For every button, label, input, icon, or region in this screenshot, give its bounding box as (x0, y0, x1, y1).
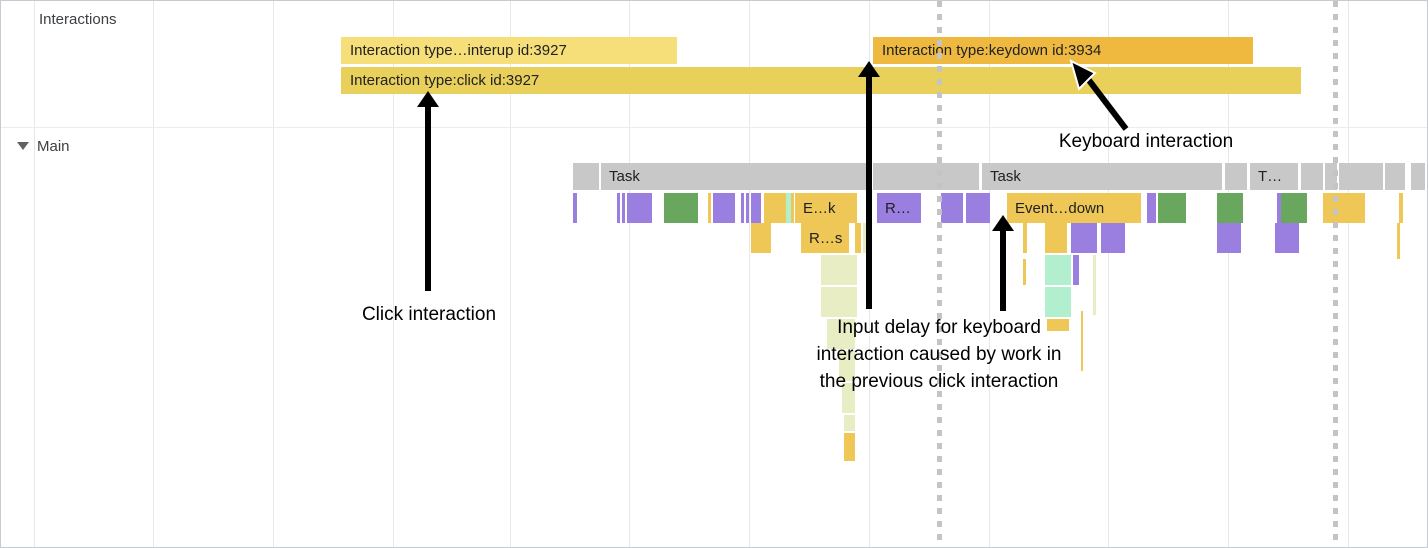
flame-block[interactable] (966, 193, 990, 223)
task-segment[interactable] (1411, 163, 1419, 190)
flame-block[interactable] (1277, 193, 1281, 223)
gridline-4 (510, 1, 511, 547)
flame-block-thin[interactable] (1093, 255, 1096, 315)
gridline-6 (749, 1, 750, 547)
flame-block-deep[interactable] (844, 433, 855, 461)
flame-block[interactable] (627, 193, 652, 223)
flame-block-deep[interactable] (1073, 255, 1079, 285)
task-bar[interactable]: Task (601, 163, 871, 190)
task-segment[interactable] (1417, 163, 1425, 190)
flame-block-labeled[interactable]: R… (877, 193, 921, 223)
gridline-5 (629, 1, 630, 547)
flame-block[interactable] (1101, 223, 1125, 253)
gridline-8 (989, 1, 990, 547)
flame-block[interactable] (786, 193, 791, 223)
flame-block[interactable] (708, 193, 711, 223)
gridline-2 (273, 1, 274, 547)
flame-block[interactable] (1045, 223, 1067, 253)
track-divider (1, 127, 1427, 128)
flame-block-labeled[interactable]: Event…down (1007, 193, 1141, 223)
gridline-0 (34, 1, 35, 547)
time-marker-1 (1333, 1, 1338, 547)
flame-block[interactable] (1399, 193, 1403, 223)
task-bar[interactable]: T… (1250, 163, 1298, 190)
flame-block[interactable] (1071, 223, 1097, 253)
track-label-interactions: Interactions (39, 11, 117, 28)
flame-block-thin[interactable] (1023, 259, 1026, 285)
flame-block[interactable] (617, 193, 620, 223)
flame-block[interactable] (622, 193, 625, 223)
interaction-bar-keydown-3934[interactable]: Interaction type:keydown id:3934 (873, 37, 1253, 64)
flame-block[interactable] (713, 193, 735, 223)
flame-block[interactable] (1323, 193, 1365, 223)
flame-block-deep[interactable] (821, 255, 857, 285)
task-segment[interactable] (1397, 163, 1405, 190)
flame-block-thin[interactable] (1397, 223, 1400, 259)
gridline-3 (393, 1, 394, 547)
flame-block-deep[interactable] (842, 383, 855, 413)
flame-block[interactable] (1281, 193, 1307, 223)
flame-block-thin[interactable] (1081, 311, 1083, 371)
arrow-input-delay (992, 215, 1014, 311)
flame-block-deep[interactable] (1045, 255, 1071, 285)
flame-block[interactable] (751, 223, 771, 253)
task-segment[interactable] (1225, 163, 1247, 190)
flame-block[interactable] (573, 193, 577, 223)
flame-block[interactable] (1158, 193, 1186, 223)
annotation-keyboard-interaction: Keyboard interaction (1058, 131, 1234, 152)
interaction-bar-click-3927[interactable]: Interaction type:click id:3927 (341, 67, 1301, 94)
flame-block[interactable] (664, 193, 698, 223)
arrow-click-interaction (417, 91, 439, 291)
task-segment[interactable] (873, 163, 979, 190)
flame-block-deep[interactable] (839, 351, 855, 381)
flame-block[interactable] (1147, 193, 1156, 223)
flame-block[interactable]: R…s (801, 223, 849, 253)
flame-block-deep[interactable] (821, 287, 857, 317)
flame-block[interactable] (941, 193, 963, 223)
task-segment[interactable] (1385, 163, 1393, 190)
expand-triangle-icon[interactable] (17, 142, 29, 150)
flame-block[interactable] (751, 193, 761, 223)
flame-block-deep[interactable] (844, 415, 855, 431)
task-segment[interactable] (1339, 163, 1383, 190)
flame-block[interactable] (855, 223, 861, 253)
track-label-main: Main (37, 138, 70, 155)
interaction-bar-interup-3927[interactable]: Interaction type…interup id:3927 (341, 37, 677, 64)
task-segment[interactable] (1391, 163, 1399, 190)
flame-block[interactable] (1152, 193, 1156, 223)
flame-block[interactable] (1217, 223, 1241, 253)
flame-block-deep[interactable] (1045, 287, 1071, 317)
flame-block[interactable] (741, 193, 744, 223)
flame-block[interactable] (863, 223, 869, 253)
time-marker-0 (937, 1, 942, 547)
annotation-input-delay: Input delay for keyboard interaction cau… (816, 317, 1062, 392)
flame-block[interactable] (1275, 223, 1299, 253)
flame-block-thin[interactable] (1023, 223, 1026, 253)
flame-block[interactable] (1217, 193, 1243, 223)
task-segment[interactable] (573, 163, 599, 190)
annotation-click-interaction: Click interaction (361, 304, 497, 325)
gridline-11 (1348, 1, 1349, 547)
flame-block-deep[interactable] (827, 319, 855, 349)
gridline-1 (153, 1, 154, 547)
flame-block[interactable] (746, 193, 749, 223)
flame-block-deep[interactable] (1047, 319, 1069, 331)
gridline-10 (1228, 1, 1229, 547)
task-segment[interactable] (1301, 163, 1323, 190)
flame-block-labeled[interactable]: E…k (795, 193, 857, 223)
task-bar[interactable]: Task (982, 163, 1222, 190)
gridline-9 (1108, 1, 1109, 547)
